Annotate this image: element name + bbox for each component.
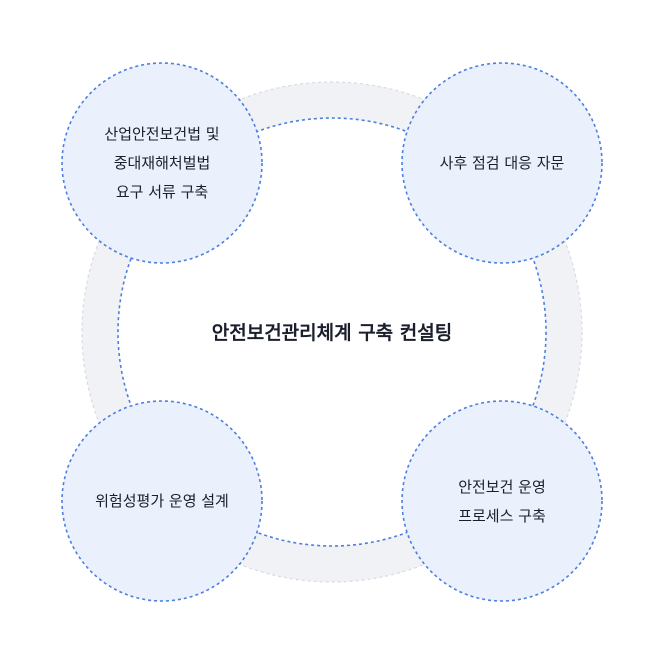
node-bottom-left-line-1: 위험성평가 운영 설계 — [95, 492, 229, 510]
node-top-left-line-3: 요구 서류 구축 — [116, 183, 208, 201]
node-top-left-line-2: 중대재해처벌법 — [114, 154, 211, 172]
node-top-left-line-1: 산업안전보건법 및 — [104, 125, 219, 143]
node-bottom-left: 위험성평가 운영 설계 — [61, 400, 263, 602]
node-top-right-circle — [401, 62, 603, 264]
outer-ring-dashed-edge — [81, 81, 583, 583]
node-top-left: 산업안전보건법 및 중대재해처벌법 요구 서류 구축 — [61, 62, 263, 264]
outer-ring — [82, 82, 582, 582]
node-bottom-left-circle — [61, 400, 263, 602]
node-bottom-right-line-2: 프로세스 구축 — [458, 507, 546, 525]
node-bottom-right-line-1: 안전보건 운영 — [458, 478, 546, 496]
node-top-left-circle — [61, 62, 263, 264]
node-bottom-right: 안전보건 운영 프로세스 구축 — [401, 400, 603, 602]
node-top-right: 사후 점검 대응 자문 — [401, 62, 603, 264]
node-bottom-right-circle — [401, 400, 603, 602]
node-top-right-line-1: 사후 점검 대응 자문 — [440, 154, 565, 172]
inner-dashed-ring — [117, 117, 547, 547]
center-title: 안전보건관리체계 구축 컨설팅 — [212, 322, 452, 344]
